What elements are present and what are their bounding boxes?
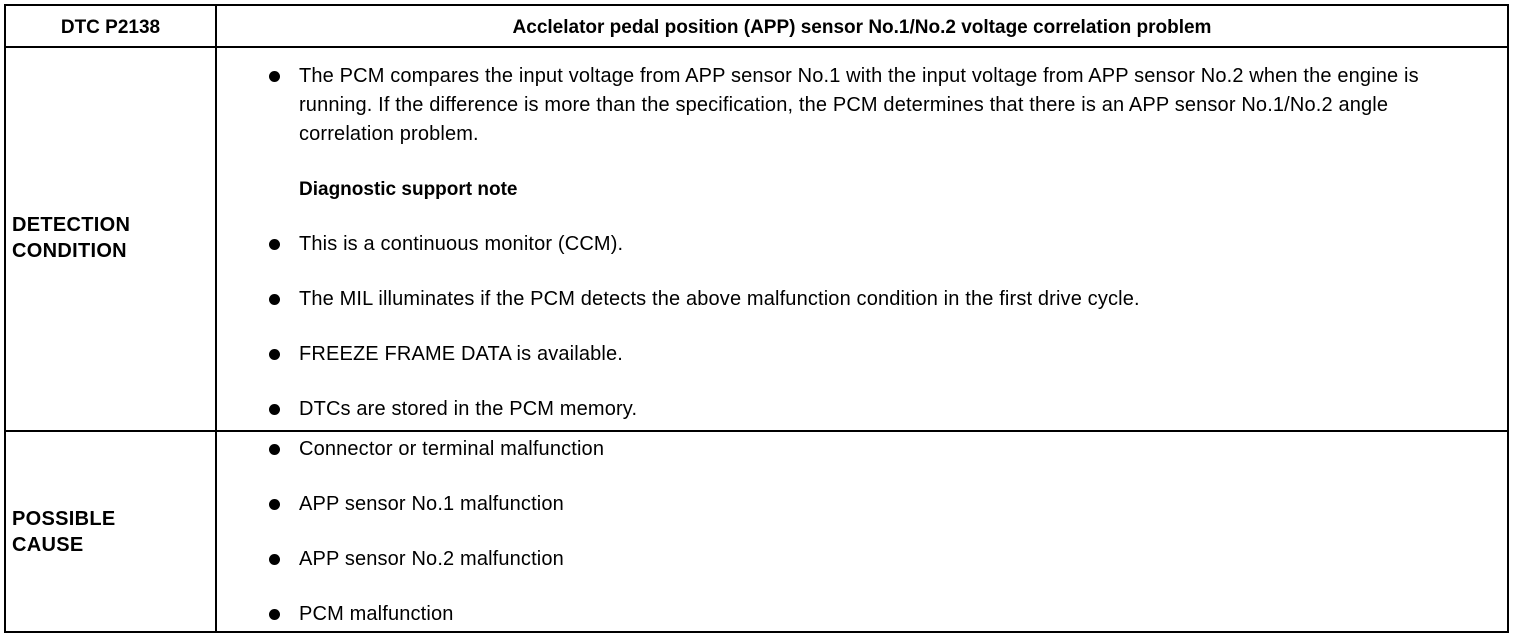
bullet-icon — [269, 294, 280, 305]
list-item: PCM malfunction — [217, 600, 1483, 629]
detection-label-line1: DETECTION — [12, 214, 131, 236]
list-item: Connector or terminal malfunction — [217, 435, 1483, 464]
cause-label: POSSIBLE CAUSE — [12, 506, 116, 558]
bullet-icon — [269, 349, 280, 360]
note-text: DTCs are stored in the PCM memory. — [299, 398, 638, 420]
header-row: DTC P2138 Acclelator pedal position (APP… — [6, 6, 1507, 48]
detection-label-line2: CONDITION — [12, 240, 127, 262]
detection-description: The PCM compares the input voltage from … — [299, 65, 1419, 145]
list-item: This is a continuous monitor (CCM). — [217, 230, 1483, 259]
dtc-code-cell: DTC P2138 — [6, 6, 217, 46]
detection-label-cell: DETECTION CONDITION — [6, 48, 217, 430]
list-item: APP sensor No.1 malfunction — [217, 490, 1483, 519]
note-text: This is a continuous monitor (CCM). — [299, 233, 624, 255]
bullet-icon — [269, 554, 280, 565]
cause-label-line1: POSSIBLE — [12, 508, 116, 530]
cause-label-cell: POSSIBLE CAUSE — [6, 432, 217, 631]
list-item: FREEZE FRAME DATA is available. — [217, 340, 1483, 369]
bullet-icon — [269, 239, 280, 250]
bullet-icon — [269, 609, 280, 620]
note-text: The MIL illuminates if the PCM detects t… — [299, 288, 1140, 310]
bullet-icon — [269, 499, 280, 510]
detection-content-cell: The PCM compares the input voltage from … — [217, 48, 1507, 430]
detection-condition-row: DETECTION CONDITION The PCM compares the… — [6, 48, 1507, 432]
cause-text: PCM malfunction — [299, 603, 454, 625]
list-item: DTCs are stored in the PCM memory. — [217, 395, 1483, 424]
note-text: FREEZE FRAME DATA is available. — [299, 343, 623, 365]
dtc-title-cell: Acclelator pedal position (APP) sensor N… — [217, 6, 1507, 46]
cause-label-line2: CAUSE — [12, 534, 84, 556]
bullet-icon — [269, 404, 280, 415]
dtc-code: DTC P2138 — [60, 17, 161, 38]
dtc-table: DTC P2138 Acclelator pedal position (APP… — [4, 4, 1509, 633]
list-item: APP sensor No.2 malfunction — [217, 545, 1483, 574]
dtc-title: Acclelator pedal position (APP) sensor N… — [512, 17, 1212, 38]
cause-content-cell: Connector or terminal malfunction APP se… — [217, 432, 1507, 631]
possible-cause-row: POSSIBLE CAUSE Connector or terminal mal… — [6, 432, 1507, 631]
cause-text: Connector or terminal malfunction — [299, 438, 605, 460]
cause-text: APP sensor No.1 malfunction — [299, 493, 564, 515]
detection-label: DETECTION CONDITION — [12, 212, 130, 264]
bullet-icon — [269, 71, 280, 82]
list-item: The PCM compares the input voltage from … — [217, 62, 1483, 149]
list-item: The MIL illuminates if the PCM detects t… — [217, 285, 1483, 314]
cause-text: APP sensor No.2 malfunction — [299, 548, 564, 570]
diagnostic-support-note-title: Diagnostic support note — [299, 179, 518, 200]
bullet-icon — [269, 444, 280, 455]
